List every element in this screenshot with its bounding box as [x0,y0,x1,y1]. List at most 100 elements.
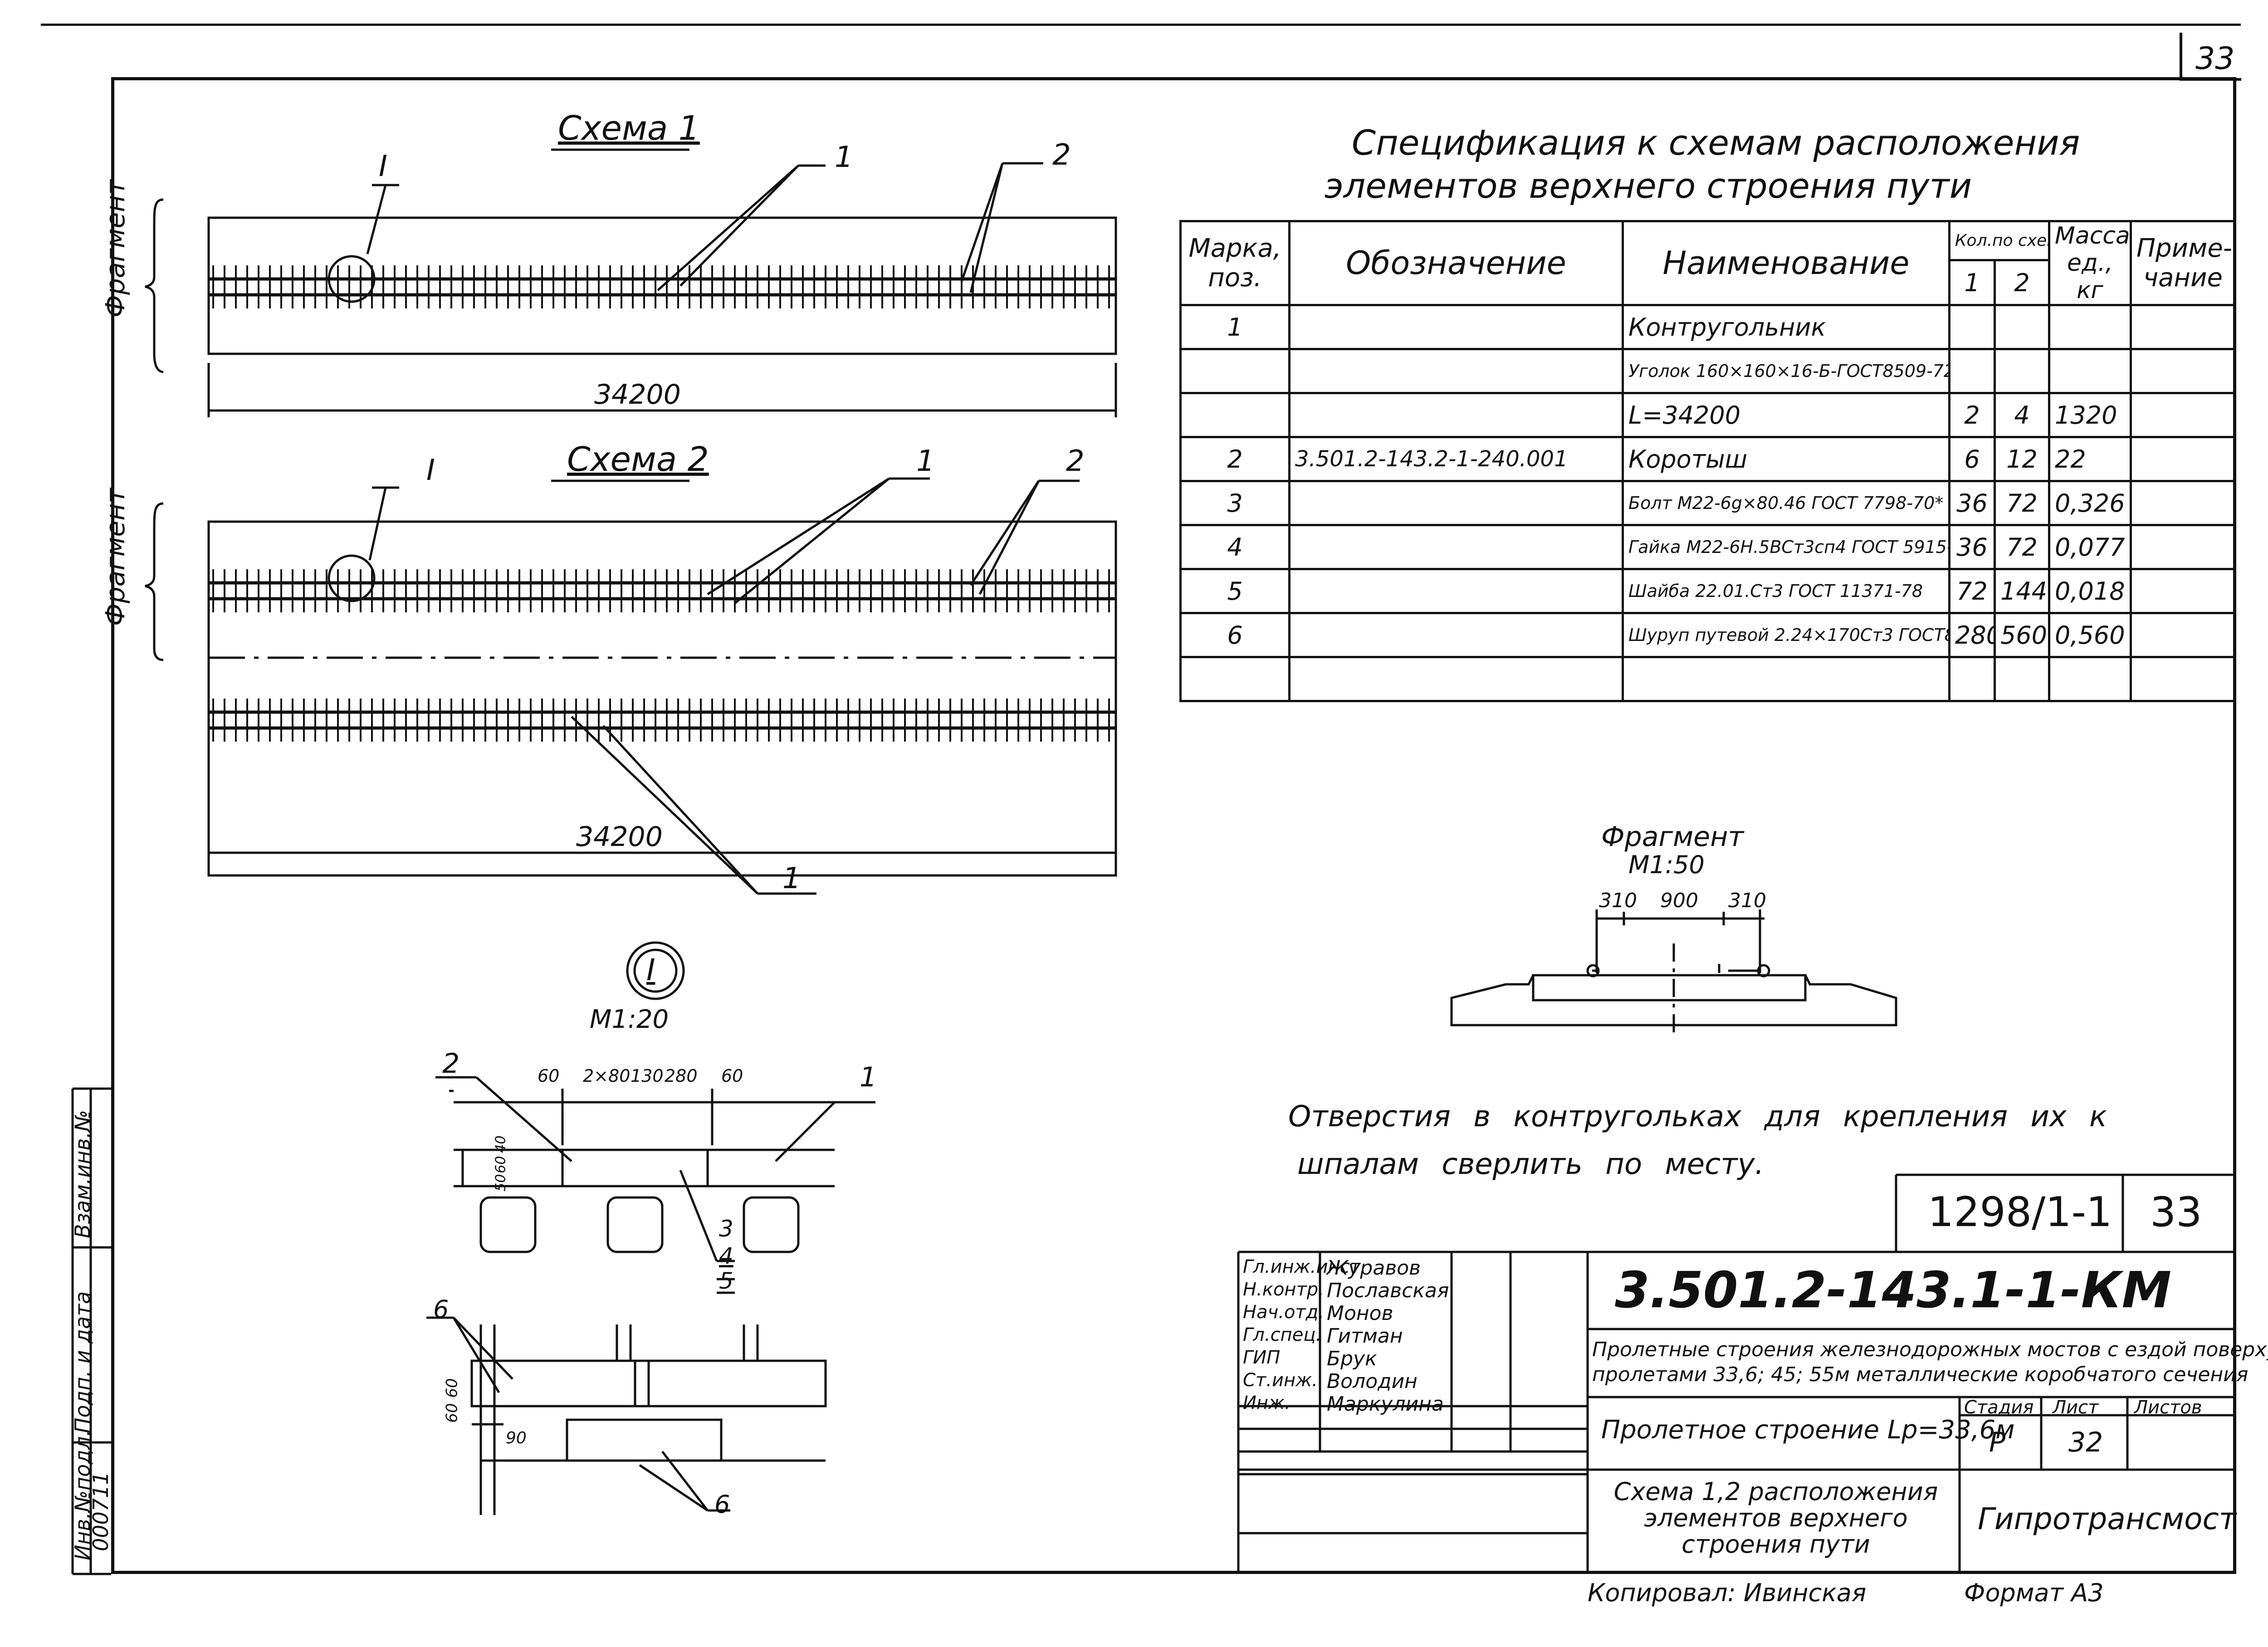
spec-cell-mass [2048,304,2132,350]
spec-cell-name: Шуруп путевой 2.24×170Ст3 ГОСТ809-71* [1622,612,1950,658]
spec-cell-mark [1179,656,1290,702]
spec-cell-mark: 1 [1179,304,1290,350]
spec-cell-q2: 72 [1993,480,2051,526]
stamp-order-number: 1298/1-1 [1928,1188,2112,1236]
spec-table: Марка, поз. Обозначение Наименование Кол… [1179,220,2237,702]
spec-h-qty1: 1 [1948,259,1996,306]
spec-cell-q2: 144 [1993,568,2051,614]
fragment-dim2: 900 [1660,889,1698,912]
node-dim-left-0: 40 [493,1135,509,1153]
schema1-title: Схема 1 [558,109,700,148]
spec-cell-designation [1288,568,1624,614]
spec-cell-mark: 4 [1179,524,1290,570]
stamp-object-name: Пролетное строение Lp=33,6м [1601,1415,2015,1445]
schema2-outline [207,520,1117,877]
spec-cell-note [2130,348,2237,394]
schema1-side-label: Фрагмент [100,180,131,318]
spec-cell-note [2130,304,2237,350]
spec-header-row: Марка, поз. Обозначение Наименование Кол… [1179,220,2237,306]
spec-cell-mass: 0,560 [2048,612,2132,658]
spec-cell-mark: 5 [1179,568,1290,614]
schema1-node-label: I [379,150,387,183]
sheet-number-top: 33 [2195,41,2235,77]
schema2-length: 34200 [576,821,663,853]
stamp-sheet-label: Лист [2053,1397,2099,1418]
spec-cell-note [2130,568,2237,614]
spec-cell-designation [1288,304,1624,350]
spec-cell-q1: 2 [1948,392,1996,438]
spec-cell-q2: 72 [1993,524,2051,570]
spec-cell-q1: 6 [1948,436,1996,482]
spec-row: 1 Контругольник [1179,304,2237,350]
stamp-title-line1: Пролетные строения железнодорожных мосто… [1592,1338,2268,1361]
node-dim-top-3: 280 [665,1066,698,1086]
node-dim-left2-0: 60 [443,1378,461,1398]
spec-cell-designation [1288,480,1624,526]
schema1-length: 34200 [594,379,681,411]
schema2-side-label: Фрагмент [100,488,131,626]
spec-title-line1: Спецификация к схемам расположения [1352,122,2080,163]
note-line2: шпалам сверлить по месту. [1297,1148,1764,1181]
stamp-sheet-title: Схема 1,2 расположения элементов верхнег… [1613,1477,1938,1559]
stamp-role: Инж. [1243,1393,1290,1413]
node-dim-top-2: 130 [631,1066,664,1086]
spec-cell-note [2130,392,2237,438]
fragment-dim1: 310 [1599,889,1637,912]
stamp-doc-code: 3.501.2-143.1-1-КМ [1615,1261,2172,1319]
spec-cell-q2: 560 [1993,612,2051,658]
spec-cell-mark: 3 [1179,480,1290,526]
node-dim-left2-1: 60 [443,1403,461,1423]
spec-row [1179,656,2237,702]
stamp-role: Н.контр. [1243,1279,1324,1300]
spec-cell-designation: 3.501.2-143.2-1-240.001 [1288,436,1624,482]
spec-cell-q1 [1948,656,1996,702]
note-line1: Отверстия в контругольках для крепления … [1288,1100,2107,1134]
spec-cell-name: Шайба 22.01.Ст3 ГОСТ 11371-78 [1622,568,1950,614]
spec-h-note: Приме- чание [2130,220,2237,306]
stamp-sheet: 33 [2150,1188,2202,1236]
top-border-line [41,24,2241,26]
spec-cell-note [2130,480,2237,526]
node-pos-3: 3 [719,1216,733,1242]
stamp-role: Нач.отд. [1243,1302,1325,1323]
spec-h-mark: Марка, поз. [1179,220,1290,306]
spec-cell-name: Гайка М22-6Н.5ВСт3сп4 ГОСТ 5915-70* [1622,524,1950,570]
fragment-dim3: 310 [1728,889,1766,912]
node-label: I [646,953,655,987]
spec-cell-q2 [1993,656,2051,702]
schema1-outline [207,216,1117,355]
node-pos-6a: 6 [433,1295,449,1324]
spec-cell-name [1622,656,1950,702]
node-pos-6b: 6 [714,1490,730,1519]
stamp-person-name: Маркулина [1327,1393,1444,1416]
drawing-frame [111,77,2236,1574]
spec-cell-q2: 12 [1993,436,2051,482]
stamp-role: Гл.инж.инст. [1243,1256,1366,1277]
spec-cell-mass [2048,656,2132,702]
spec-cell-note [2130,524,2237,570]
spec-cell-mark [1179,392,1290,438]
spec-cell-q1: 72 [1948,568,1996,614]
fragment-title: Фрагмент [1601,821,1744,853]
stamp-person-name: Брук [1327,1347,1377,1370]
spec-h-mass: Масса ед., кг [2048,220,2132,306]
node-dim-left-2: 60 [493,1156,509,1173]
stamp-role: Ст.инж. [1243,1370,1318,1391]
spec-title-line2: элементов верхнего строения пути [1325,166,1972,206]
format: Формат А3 [1964,1579,2104,1607]
spec-cell-q1: 36 [1948,524,1996,570]
spec-cell-q1: 280 [1948,612,1996,658]
schema2-node-label: I [426,454,435,487]
spec-cell-name: L=34200 [1622,392,1950,438]
spec-cell-name: Контругольник [1622,304,1950,350]
stamp-stage: Р [1989,1427,2006,1458]
spec-cell-note [2130,436,2237,482]
stamp-person-name: Гитман [1327,1324,1403,1348]
spec-cell-mark: 6 [1179,612,1290,658]
fragment-scale: М1:50 [1628,850,1705,879]
spec-cell-mass: 0,077 [2048,524,2132,570]
